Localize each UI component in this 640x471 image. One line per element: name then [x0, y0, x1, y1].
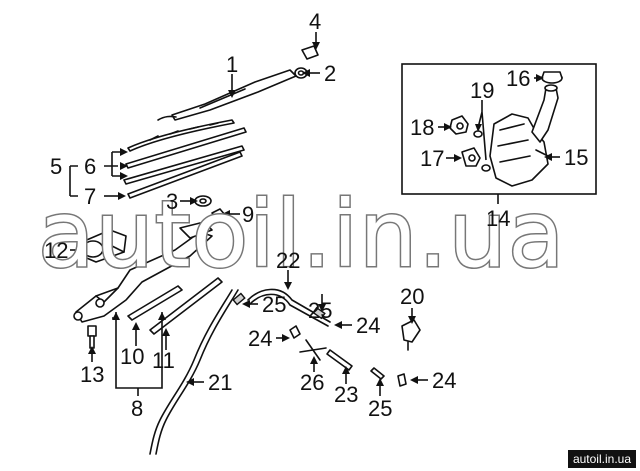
callout-25-upper: 25 [308, 298, 332, 323]
callout-4: 4 [309, 9, 321, 34]
leader-lines [69, 32, 560, 396]
mounting-bolt [87, 325, 97, 349]
callout-5: 5 [50, 154, 62, 179]
callout-24-right: 24 [356, 313, 380, 338]
callout-25-left: 25 [262, 292, 286, 317]
callout-7: 7 [84, 184, 96, 209]
reservoir-group [401, 63, 597, 195]
callout-8: 8 [131, 396, 143, 421]
washer-nozzle [401, 319, 421, 351]
hose-fittings [289, 325, 407, 387]
callout-16: 16 [506, 66, 530, 91]
callout-20: 20 [400, 284, 424, 309]
wiper-arm [157, 69, 297, 121]
callout-26: 26 [300, 370, 324, 395]
callout-22: 22 [276, 248, 300, 273]
callout-21: 21 [208, 370, 232, 395]
source-tag: autoil.in.ua [567, 450, 636, 468]
callout-24-bottom: 24 [432, 368, 456, 393]
callout-15: 15 [564, 145, 588, 170]
callout-3: 3 [166, 189, 178, 214]
linkage-rods [127, 277, 223, 335]
callout-2: 2 [324, 61, 336, 86]
callout-1: 1 [226, 52, 238, 77]
washer [194, 195, 212, 207]
callout-23: 23 [334, 382, 358, 407]
wiper-blades [123, 119, 247, 199]
callout-24-left: 24 [248, 326, 272, 351]
callout-6: 6 [84, 154, 96, 179]
wiper-linkage [73, 221, 213, 323]
callout-10: 10 [120, 344, 144, 369]
washer-hose-upper [232, 288, 331, 327]
washer-hose-long [149, 289, 239, 455]
callout-17: 17 [420, 146, 444, 171]
callout-9: 9 [242, 202, 254, 227]
watermark-text: autoil.in.ua [38, 181, 565, 288]
callout-18: 18 [410, 115, 434, 140]
callout-11: 11 [152, 348, 175, 373]
callout-13: 13 [80, 362, 104, 387]
pivot-cover [301, 45, 319, 60]
callout-12: 12 [44, 238, 68, 263]
callout-numbers: 1 2 4 5 6 7 3 9 12 8 10 11 13 21 22 25 2… [44, 9, 588, 421]
callout-14: 14 [486, 206, 510, 231]
callout-19: 19 [470, 78, 494, 103]
callout-25-bottom: 25 [368, 396, 392, 421]
